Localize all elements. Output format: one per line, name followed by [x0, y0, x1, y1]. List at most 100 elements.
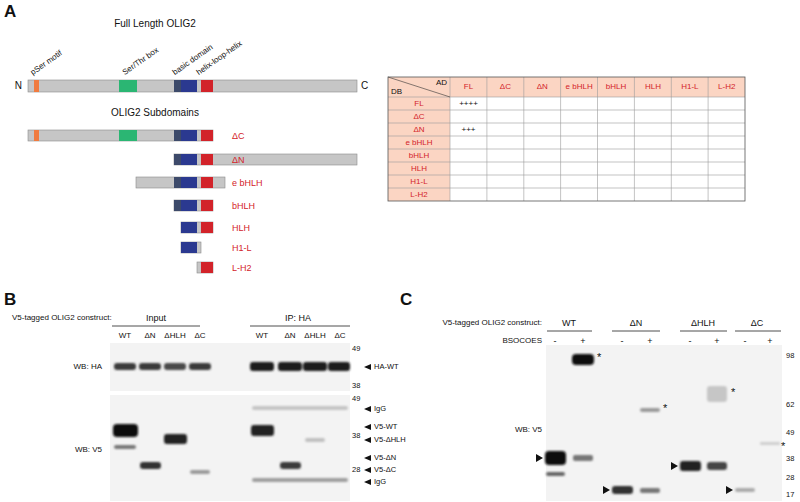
interaction-table-part-part — [388, 97, 745, 98]
interaction-table-part-part — [388, 110, 745, 111]
protein-bar-part — [28, 80, 357, 92]
interaction-table-part-part — [450, 77, 451, 201]
crosslink-asterisk: * — [731, 386, 735, 399]
blot-band-part — [640, 408, 660, 412]
panel-letter: B — [4, 290, 16, 310]
subdomain-bar-part — [201, 222, 213, 233]
panel-letter: A — [4, 2, 16, 22]
subdomain-bar-part — [201, 130, 213, 141]
treatment-sign: - — [689, 336, 692, 346]
band-pointer-part — [364, 455, 371, 461]
table-cell: ++++ — [459, 99, 478, 108]
blot-band-part — [113, 424, 138, 437]
blot-membrane-part — [110, 395, 350, 501]
column-header: ΔC — [500, 82, 511, 91]
blot-band-part — [328, 362, 350, 371]
subdomain-bar-part — [181, 222, 213, 233]
blot-band-part — [140, 462, 161, 469]
lane-label: WT — [256, 331, 268, 340]
blot-band-part — [190, 470, 210, 474]
blot-band-part — [250, 362, 274, 371]
row-title: BSOCOES — [502, 336, 542, 345]
blot-band-part — [303, 362, 327, 371]
subdomain-bar-part — [174, 200, 213, 211]
blot-band-part — [707, 462, 727, 470]
marker-size: 28 — [352, 466, 360, 475]
blot-band-part — [680, 461, 701, 471]
band-label: V5-ΔC — [374, 466, 396, 475]
band-pointer-part — [364, 479, 371, 485]
lane-label: ΔN — [144, 331, 155, 340]
row-header: FL — [414, 99, 423, 108]
interaction-table-part — [388, 77, 450, 201]
group-header: ΔN — [630, 318, 643, 328]
header-rule-part — [680, 331, 727, 332]
interaction-table — [388, 77, 745, 201]
treatment-sign: - — [554, 336, 557, 346]
row-header: e bHLH — [405, 138, 432, 147]
blot-membrane-part — [110, 343, 350, 391]
treatment-sign: + — [647, 336, 652, 346]
blot-band-part — [252, 478, 348, 482]
blot-band-part — [612, 486, 633, 494]
treatment-sign: + — [714, 336, 719, 346]
group-header: IP: HA — [285, 313, 311, 323]
row-header: ΔN — [413, 125, 424, 134]
marker-size: 49 — [352, 395, 360, 404]
blot-band-part — [707, 386, 727, 402]
blot-band-part — [305, 438, 325, 442]
construct-label: H1-L — [232, 243, 252, 253]
column-header: bHLH — [606, 82, 626, 91]
group-header: ΔHLH — [691, 318, 715, 328]
blot-band-part — [280, 462, 301, 469]
header-rule-part — [547, 331, 592, 332]
crosslink-asterisk: * — [781, 440, 785, 453]
lane-label: ΔHLH — [304, 331, 325, 340]
group-header: ΔC — [751, 318, 764, 328]
terminus-label: C — [361, 80, 368, 92]
blot-title: WB: HA — [74, 362, 102, 371]
column-header: H1-L — [681, 82, 698, 91]
protein-bar-part — [201, 80, 213, 92]
interaction-table-part — [388, 77, 450, 97]
construct-label: ΔN — [232, 155, 245, 165]
interaction-table-part-part — [388, 149, 745, 150]
header-rule-part — [112, 326, 200, 327]
blot-membrane — [110, 343, 782, 501]
subdomain-bar-part — [174, 177, 181, 188]
row-header: ΔC — [413, 112, 424, 121]
marker-size: 49 — [352, 345, 360, 354]
construct-label: ΔC — [232, 131, 245, 141]
row-title: V5-tagged OLIG2 construct: — [442, 318, 542, 327]
protein-bar — [28, 80, 357, 92]
marker-size: 28 — [786, 474, 794, 483]
group-header: WT — [562, 318, 576, 328]
protein-bar-part — [119, 80, 137, 92]
subdomain-bar-part — [181, 154, 197, 165]
row-title: V5-tagged OLIG2 construct: — [12, 313, 112, 322]
band-pointer-part — [364, 467, 371, 473]
band-pointer-part — [726, 486, 733, 494]
interaction-table-part-part — [388, 162, 745, 163]
treatment-sign: - — [621, 336, 624, 346]
domain-label: pSer motif — [29, 49, 64, 77]
subdomain-bar-part — [34, 130, 39, 141]
construct-label: e bHLH — [232, 178, 263, 188]
interaction-table-part-part — [560, 77, 561, 201]
interaction-table-part-part — [388, 123, 745, 124]
blot-band-part — [189, 363, 211, 370]
band-label: V5-ΔN — [374, 454, 396, 463]
band-pointer — [364, 364, 733, 494]
marker-size: 38 — [352, 382, 360, 391]
blot-band-part — [251, 425, 274, 436]
blot-title: WB: V5 — [75, 445, 102, 454]
subdomain-bar-part — [201, 200, 213, 211]
blot-band-part — [573, 455, 593, 461]
header-rule-part — [250, 326, 350, 327]
construct-label: HLH — [232, 223, 250, 233]
lane-label: ΔC — [334, 331, 345, 340]
interaction-table-part — [388, 77, 745, 201]
interaction-table-part-part — [634, 77, 635, 201]
blot-band-part — [572, 354, 594, 365]
